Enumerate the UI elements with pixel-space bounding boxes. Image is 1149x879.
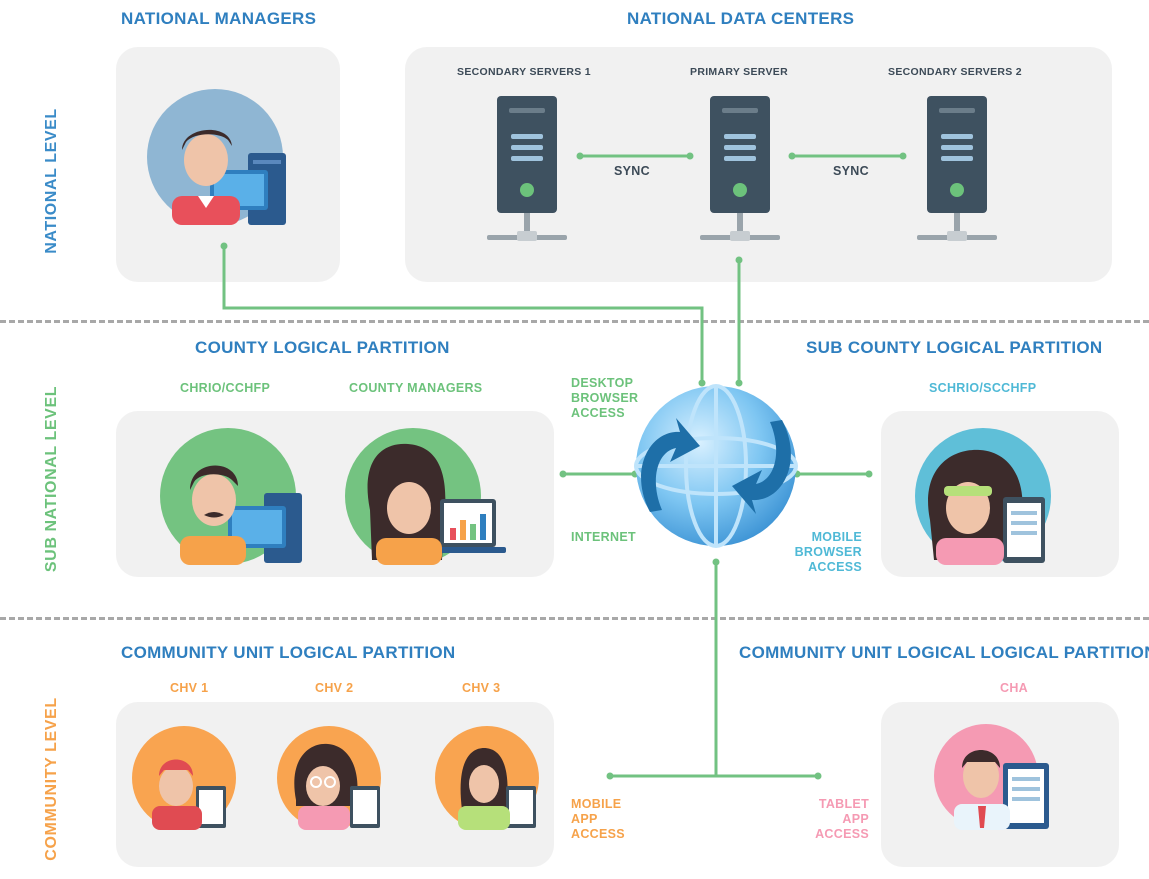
chv-3-avatar bbox=[435, 726, 539, 830]
internet-label: INTERNET bbox=[571, 530, 636, 544]
connector-managers-to-globe bbox=[222, 246, 704, 383]
chv-2-avatar bbox=[277, 726, 381, 830]
county-manager-avatar bbox=[345, 428, 506, 565]
community-unit-right-title: COMMUNITY UNIT LOGICAL LOGICAL PARTITION bbox=[739, 643, 1149, 662]
tablet-app-access-label: TABLET APP ACCESS bbox=[815, 797, 869, 841]
role-label-cha: CHA bbox=[1000, 681, 1028, 695]
server-label-secondary-1: SECONDARY SERVERS 1 bbox=[457, 66, 591, 78]
role-label-county-managers: COUNTY MANAGERS bbox=[349, 381, 483, 395]
chrio-avatar bbox=[160, 428, 302, 565]
national-managers-title: NATIONAL MANAGERS bbox=[121, 9, 317, 28]
mobile-app-access-label: MOBILE APP ACCESS bbox=[571, 797, 625, 841]
role-label-chv-3: CHV 3 bbox=[462, 681, 501, 695]
desktop-access-label: DESKTOP BROWSER ACCESS bbox=[571, 376, 639, 420]
role-label-schrio: SCHRIO/SCCHFP bbox=[929, 381, 1037, 395]
cha-avatar bbox=[934, 724, 1049, 830]
server-icon-secondary-1 bbox=[487, 96, 567, 241]
subcounty-partition-title: SUB COUNTY LOGICAL PARTITION bbox=[806, 338, 1103, 357]
chv-1-avatar bbox=[132, 726, 236, 830]
community-unit-right-title-clip: COMMUNITY UNIT LOGICAL LOGICAL PARTITION bbox=[739, 643, 1149, 665]
connector-lines bbox=[222, 154, 903, 778]
server-label-secondary-2: SECONDARY SERVERS 2 bbox=[888, 66, 1022, 78]
server-icon-secondary-2 bbox=[917, 96, 997, 241]
level-divider-1 bbox=[0, 320, 1149, 323]
level-divider-2 bbox=[0, 617, 1149, 620]
sync-label-2: SYNC bbox=[833, 164, 869, 178]
role-label-chv-2: CHV 2 bbox=[315, 681, 354, 695]
schrio-avatar bbox=[915, 428, 1051, 565]
server-icon-primary bbox=[700, 96, 780, 241]
community-unit-left-title: COMMUNITY UNIT LOGICAL PARTITION bbox=[121, 643, 456, 662]
national-manager-avatar bbox=[147, 89, 286, 225]
internet-globe-icon bbox=[634, 384, 798, 548]
server-label-primary: PRIMARY SERVER bbox=[690, 66, 788, 78]
connector-dots bbox=[220, 152, 907, 780]
role-label-chv-1: CHV 1 bbox=[170, 681, 209, 695]
county-partition-title: COUNTY LOGICAL PARTITION bbox=[195, 338, 450, 357]
national-data-centers-title: NATIONAL DATA CENTERS bbox=[627, 9, 855, 28]
sync-label-1: SYNC bbox=[614, 164, 650, 178]
mobile-browser-access-label: MOBILE BROWSER ACCESS bbox=[794, 530, 862, 574]
role-label-chrio: CHRIO/CCHFP bbox=[180, 381, 271, 395]
